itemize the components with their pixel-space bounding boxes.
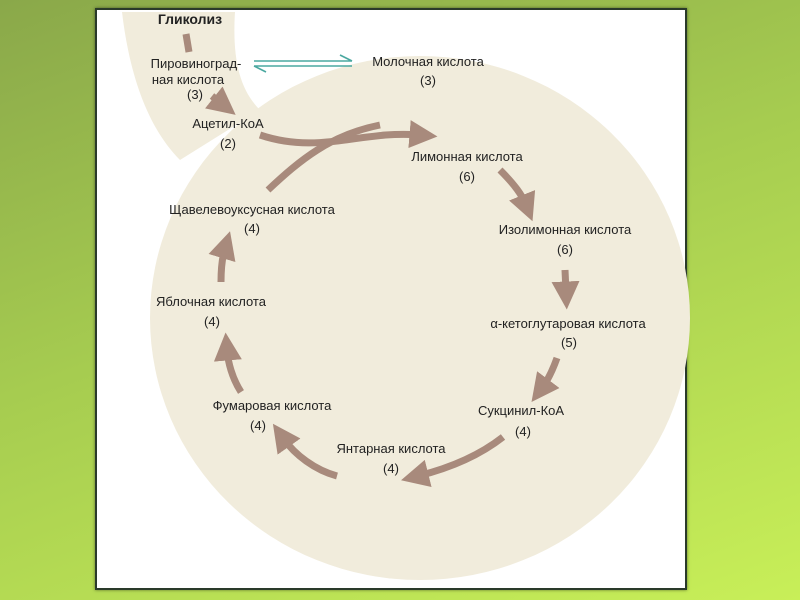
citrate-carbons: (6) xyxy=(459,169,475,184)
oxaloacetate-carbons: (4) xyxy=(244,221,260,236)
fumarate-label: Фумаровая кислота xyxy=(213,398,332,413)
lactate-label: Молочная кислота xyxy=(372,54,484,69)
arrow-isocitrate-akg xyxy=(551,269,580,310)
isocitrate-carbons: (6) xyxy=(557,242,573,257)
acetylcoa-carbons: (2) xyxy=(220,136,236,151)
equilibrium-arrows xyxy=(253,54,353,73)
malate-label: Яблочная кислота xyxy=(156,294,267,309)
citrate-label: Лимонная кислота xyxy=(411,149,523,164)
arrow-pyruvate-acetylcoa xyxy=(205,86,236,115)
pyruvate-carbons: (3) xyxy=(187,87,203,102)
arrow-glycolysis-pyruvate xyxy=(182,33,193,53)
succinate-label: Янтарная кислота xyxy=(336,441,446,456)
arrows xyxy=(182,33,580,488)
pyruvate-label-line2: ная кислота xyxy=(152,72,225,87)
succinate-carbons: (4) xyxy=(383,461,399,476)
arrow-citrate-isocitrate xyxy=(497,167,536,222)
akg-label: α-кетоглутаровая кислота xyxy=(490,316,646,331)
arrow-oxaloacetate-citrate xyxy=(265,121,381,193)
arrow-fumarate-malate xyxy=(213,332,244,394)
oxaloacetate-label: Щавелевоуксусная кислота xyxy=(169,202,335,217)
succinylcoa-label: Сукцинил-КоА xyxy=(478,403,564,418)
akg-carbons: (5) xyxy=(561,335,577,350)
succinylcoa-carbons: (4) xyxy=(515,424,531,439)
glycolysis-label: Гликолиз xyxy=(158,11,222,27)
malate-carbons: (4) xyxy=(204,314,220,329)
lactate-carbons: (3) xyxy=(420,73,436,88)
arrow-malate-oxaloacetate xyxy=(208,231,236,283)
fumarate-carbons: (4) xyxy=(250,418,266,433)
arrow-succinylcoa-succinate xyxy=(401,434,506,488)
pyruvate-label-line1: Пировиноград- xyxy=(151,56,242,71)
isocitrate-label: Изолимонная кислота xyxy=(499,222,632,237)
acetylcoa-label: Ацетил-КоА xyxy=(192,116,264,131)
arrow-akg-succinylcoa xyxy=(531,356,561,403)
arrow-succinate-fumarate xyxy=(272,423,339,480)
